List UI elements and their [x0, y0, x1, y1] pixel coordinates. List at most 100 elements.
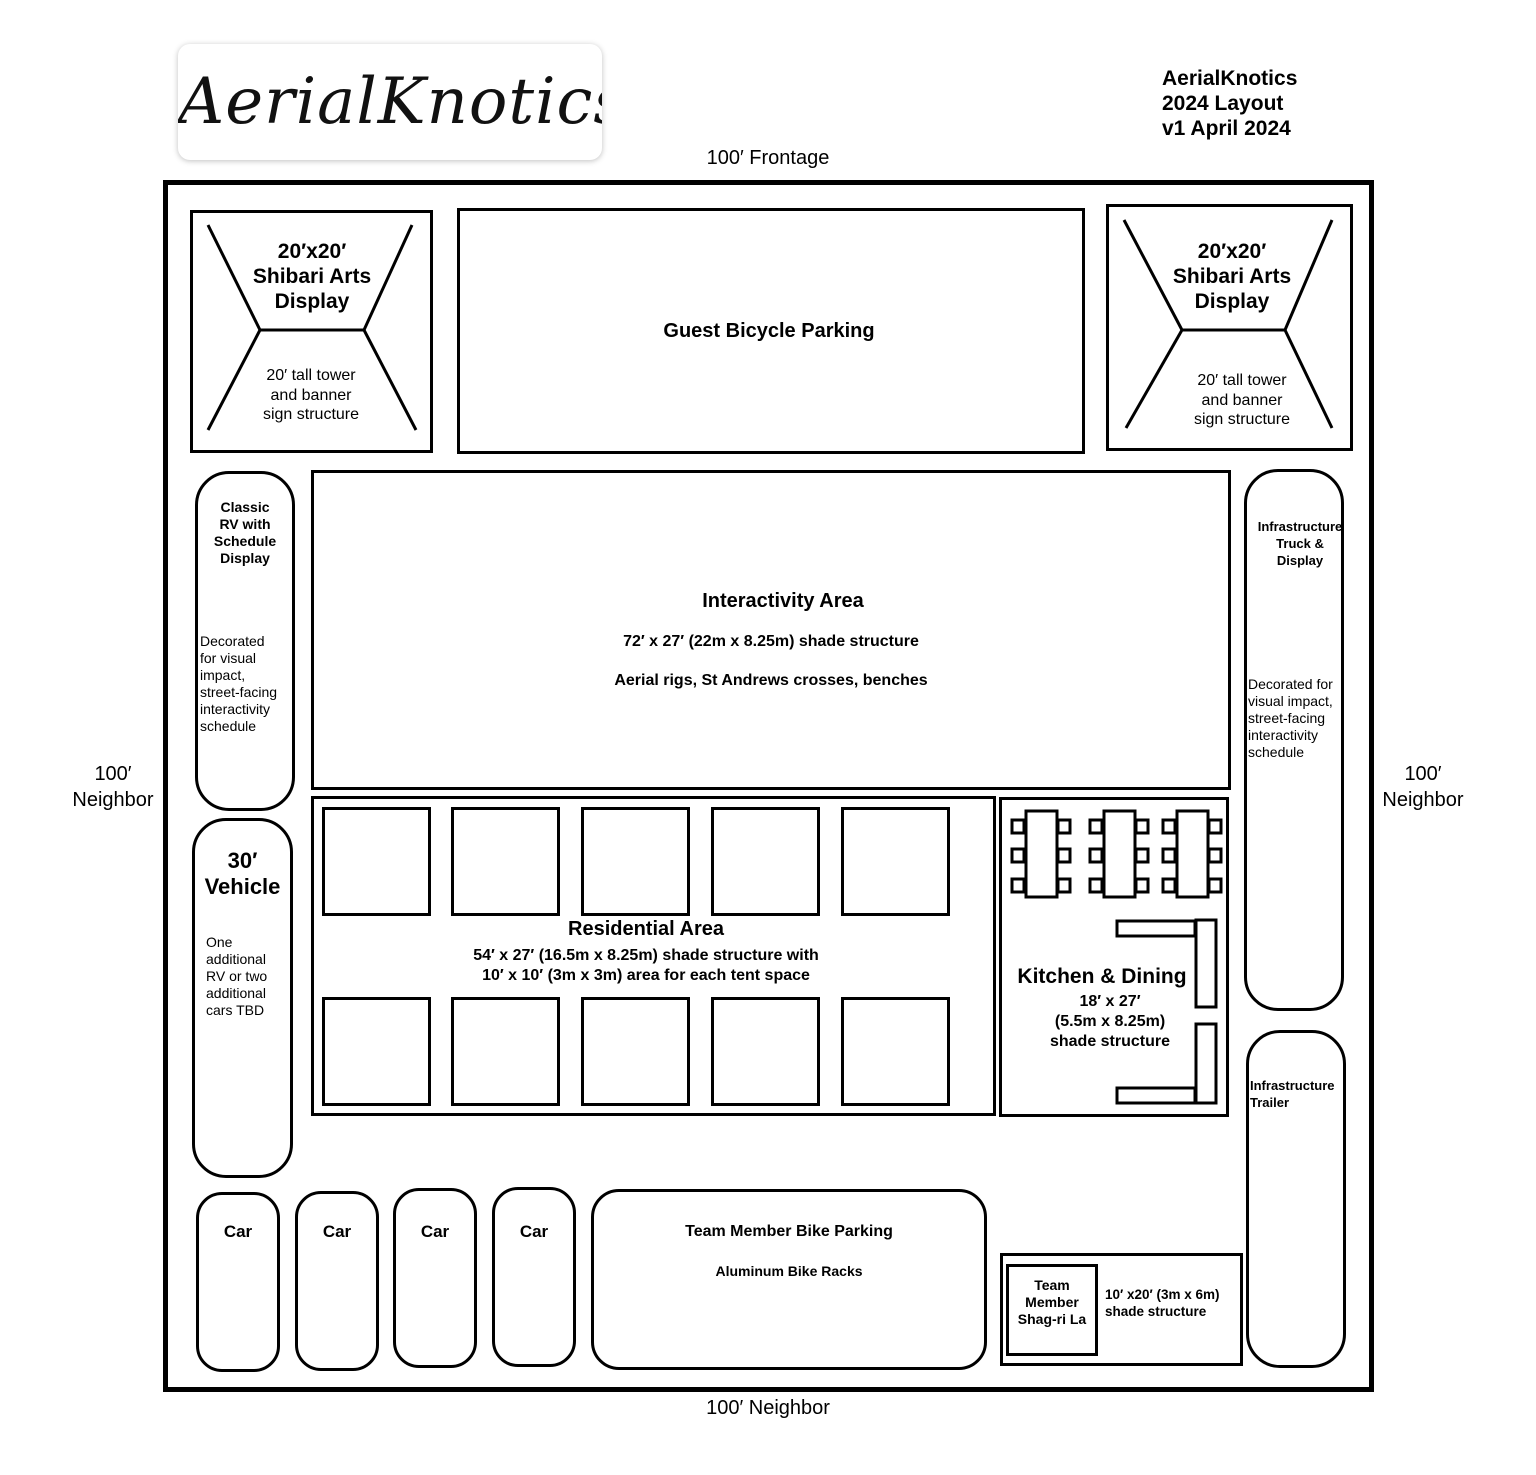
classic-rv-desc-4: street-facing [200, 684, 278, 700]
classic-rv-title: Classic RV with Schedule Display [197, 499, 293, 567]
tent-space [711, 997, 820, 1106]
infrastructure-trailer [1246, 1030, 1346, 1368]
guest-bicycle-parking [457, 208, 1085, 454]
tent-space [322, 807, 431, 916]
vehicle-30ft-desc: One additional RV or two additional cars… [206, 934, 291, 1019]
car-label-3: Car [420, 1222, 450, 1241]
shibari-right-title: 20′x20′ Shibari Arts Display [1150, 239, 1314, 314]
interactivity-size: 72′ x 27′ (22m x 8.25m) shade structure [623, 633, 919, 650]
kitchen-desc-2: (5.5m x 8.25m) [1054, 1013, 1166, 1030]
left-neighbor-label: 100′ Neighbor [60, 761, 166, 813]
shibari-right-title-1: 20′x20′ [1197, 240, 1267, 263]
kitchen-desc: 18′ x 27′ (5.5m x 8.25m) shade structure [1030, 992, 1190, 1052]
infrastructure-trailer-title-1: Infrastructure [1250, 1078, 1335, 1093]
team-bike-parking [591, 1189, 987, 1370]
vehicle-30ft-title-2: Vehicle [204, 874, 281, 899]
classic-rv-title-1: Classic [220, 499, 270, 515]
classic-rv-title-2: RV with [219, 516, 271, 532]
interactivity-area [311, 470, 1231, 790]
infrastructure-truck-title-1: Infrastructure [1257, 519, 1343, 534]
classic-rv [195, 471, 295, 811]
infrastructure-trailer-title-2: Trailer [1250, 1095, 1290, 1110]
left-neighbor-line-2: Neighbor [72, 789, 154, 811]
layout-header: AerialKnotics 2024 Layout v1 April 2024 [1162, 66, 1297, 141]
shagrila-desc-2: shade structure [1105, 1304, 1207, 1319]
classic-rv-desc-6: schedule [200, 718, 257, 734]
shibari-left-desc-2: and banner [270, 386, 352, 404]
infrastructure-truck-desc: Decorated for visual impact, street-faci… [1248, 676, 1348, 761]
vehicle-30ft-desc-3: RV or two [206, 968, 268, 984]
infrastructure-truck [1244, 469, 1344, 1011]
classic-rv-desc-1: Decorated [200, 633, 265, 649]
shibari-right-title-3: Display [1194, 290, 1270, 313]
classic-rv-title-3: Schedule [213, 533, 277, 549]
infrastructure-truck-title: Infrastructure Truck & Display [1250, 518, 1350, 569]
car-label-2: Car [322, 1222, 352, 1241]
interactivity-contents: Aerial rigs, St Andrews crosses, benches [614, 672, 928, 689]
infrastructure-truck-desc-1: Decorated for [1248, 676, 1333, 692]
shibari-left-title-3: Display [274, 290, 350, 313]
shagrila-desc-1: 10′ x20′ (3m x 6m) [1105, 1287, 1220, 1302]
shibari-display-right [1106, 204, 1353, 451]
shibari-left-desc-3: sign structure [262, 406, 360, 423]
classic-rv-desc-2: for visual [200, 650, 257, 666]
bottom-neighbor-label: 100′ Neighbor [706, 1397, 830, 1419]
frontage-label: 100′ Frontage [706, 147, 830, 169]
tent-space [711, 807, 820, 916]
shibari-right-desc: 20′ tall tower and banner sign structure [1167, 371, 1317, 430]
infrastructure-truck-desc-5: schedule [1248, 744, 1305, 760]
shagrila-name-3: Shag-ri La [1017, 1311, 1087, 1327]
left-neighbor-line-1: 100′ [94, 763, 132, 785]
vehicle-30ft-title-1: 30′ [227, 848, 258, 873]
guest-bicycle-parking-label: Guest Bicycle Parking [663, 320, 875, 342]
vehicle-30ft [192, 818, 293, 1178]
car-parking-2 [295, 1191, 379, 1371]
classic-rv-desc: Decorated for visual impact, street-faci… [200, 633, 295, 735]
header-line-2: 2024 Layout [1162, 92, 1284, 115]
shibari-right-title-2: Shibari Arts [1172, 265, 1292, 288]
tent-space [451, 997, 560, 1106]
infrastructure-truck-title-3: Display [1276, 553, 1324, 568]
tent-space [841, 807, 950, 916]
shibari-left-desc: 20′ tall tower and banner sign structure [236, 366, 386, 425]
tent-space [581, 807, 690, 916]
aerialknotics-logo: AerialKnotics [178, 44, 602, 160]
shibari-right-desc-1: 20′ tall tower [1197, 372, 1287, 389]
shibari-right-desc-2: and banner [1201, 391, 1283, 409]
right-neighbor-line-2: Neighbor [1382, 789, 1464, 811]
car-parking-1 [196, 1192, 280, 1372]
infrastructure-trailer-title: Infrastructure Trailer [1250, 1077, 1350, 1111]
vehicle-30ft-desc-5: cars TBD [206, 1002, 265, 1018]
team-bike-title: Team Member Bike Parking [685, 1223, 893, 1240]
tent-space [841, 997, 950, 1106]
shagrila-name: Team Member Shag-ri La [1006, 1277, 1098, 1328]
classic-rv-desc-3: impact, [200, 667, 246, 683]
right-neighbor-label: 100′ Neighbor [1370, 761, 1476, 813]
kitchen-desc-3: shade structure [1049, 1033, 1171, 1050]
infrastructure-truck-desc-4: interactivity [1248, 727, 1319, 743]
vehicle-30ft-title: 30′ Vehicle [194, 848, 291, 900]
residential-title: Residential Area [568, 918, 724, 940]
shibari-left-title-2: Shibari Arts [252, 265, 372, 288]
shagrila-name-1: Team [1034, 1277, 1070, 1293]
residential-desc: 54′ x 27′ (16.5m x 8.25m) shade structur… [416, 946, 876, 986]
residential-desc-2: 10′ x 10′ (3m x 3m) area for each tent s… [482, 967, 810, 984]
kitchen-desc-1: 18′ x 27′ [1079, 993, 1141, 1010]
tent-space [451, 807, 560, 916]
shibari-left-title-1: 20′x20′ [277, 240, 347, 263]
classic-rv-title-4: Display [220, 550, 270, 566]
car-parking-4 [492, 1187, 576, 1367]
classic-rv-desc-5: interactivity [200, 701, 271, 717]
shibari-left-title: 20′x20′ Shibari Arts Display [230, 239, 394, 314]
shagrila-tent [1006, 1264, 1098, 1356]
tent-space [322, 997, 431, 1106]
shagrila-desc: 10′ x20′ (3m x 6m) shade structure [1105, 1286, 1243, 1320]
right-neighbor-line-1: 100′ [1404, 763, 1442, 785]
car-label-1: Car [223, 1222, 253, 1241]
shibari-right-desc-3: sign structure [1193, 411, 1291, 428]
logo-wordmark: AerialKnotics [178, 65, 602, 139]
shibari-left-desc-1: 20′ tall tower [266, 367, 356, 384]
